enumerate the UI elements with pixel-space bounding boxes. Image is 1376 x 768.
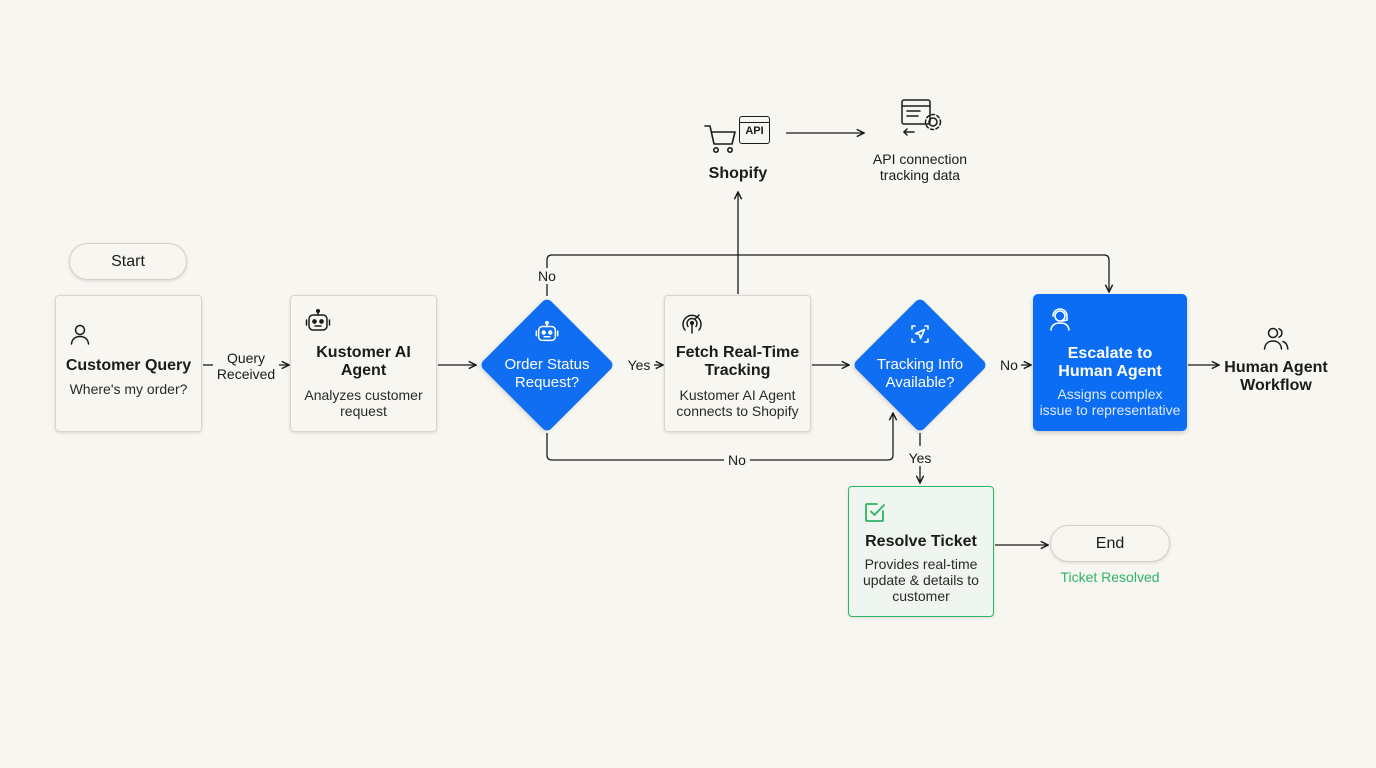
fetch-tracking-title: Fetch Real-Time Tracking: [665, 344, 810, 380]
edge-label-order-no-bottom: No: [724, 452, 750, 468]
api-badge: API: [739, 116, 770, 144]
resolve-ticket-title: Resolve Ticket: [865, 533, 977, 550]
edge-order-no-top: [546, 254, 1109, 296]
human-agent-workflow-label: Human Agent Workflow: [1219, 359, 1333, 395]
fetch-tracking-title-line2: Tracking: [704, 362, 771, 379]
edge-label-query-received: Query Received: [213, 350, 279, 382]
human-workflow-line1: Human Agent: [1224, 359, 1328, 376]
fetch-tracking-desc-line1: Kustomer AI Agent: [679, 387, 796, 403]
user-icon: [70, 324, 90, 345]
edge-label-tracking-no: No: [997, 357, 1021, 373]
edge-label-order-no-top: No: [533, 268, 561, 284]
kustomer-ai-desc-line1: Analyzes customer: [304, 387, 423, 403]
kustomer-ai-title: Kustomer AI Agent: [291, 344, 436, 380]
users-icon: [1263, 327, 1289, 350]
tracking-info-line2: Available?: [885, 374, 955, 391]
fetch-tracking-node: Fetch Real-Time Tracking Kustomer AI Age…: [664, 295, 811, 432]
end-label: End: [1095, 535, 1125, 552]
satellite-icon: [682, 314, 702, 334]
check-square-icon: [865, 503, 885, 522]
fetch-tracking-title-line1: Fetch Real-Time: [675, 344, 800, 361]
robot-icon: [305, 308, 331, 331]
resolve-desc-line2: update & details to: [863, 572, 979, 588]
kustomer-ai-title-line2: Agent: [340, 362, 387, 379]
order-status-line2: Request?: [514, 374, 580, 391]
tracking-info-text: Tracking Info Available?: [860, 356, 980, 392]
fetch-tracking-desc-line2: connects to Shopify: [676, 403, 799, 419]
customer-query-desc: Where's my order?: [69, 381, 188, 397]
robot-icon: [535, 320, 559, 342]
edge-label-order-yes: Yes: [624, 357, 654, 373]
escalate-title: Escalate to Human Agent: [1033, 345, 1187, 381]
customer-query-node: Customer Query Where's my order?: [55, 295, 202, 432]
kustomer-ai-agent-node: Kustomer AI Agent Analyzes customer requ…: [290, 295, 437, 432]
edge-label-tracking-yes: Yes: [904, 450, 936, 466]
human-workflow-line2: Workflow: [1240, 377, 1312, 394]
fetch-tracking-desc: Kustomer AI Agent connects to Shopify: [665, 387, 810, 419]
api-connection-line1: API connection: [872, 151, 968, 167]
shopping-cart-icon: [704, 125, 736, 153]
shopify-label: Shopify: [708, 165, 768, 182]
escalate-desc: Assigns complex issue to representative: [1033, 386, 1187, 418]
escalate-desc-line2: issue to representative: [1039, 402, 1181, 418]
resolve-desc-line1: Provides real-time: [864, 556, 978, 572]
order-status-text: Order Status Request?: [487, 356, 607, 392]
start-terminal: Start: [69, 243, 187, 280]
order-status-line1: Order Status: [504, 356, 590, 373]
resolve-ticket-node: Resolve Ticket Provides real-time update…: [848, 486, 994, 617]
escalate-title-line2: Human Agent: [1058, 363, 1162, 380]
resolve-desc-line3: customer: [892, 588, 950, 604]
escalate-desc-line1: Assigns complex: [1057, 386, 1163, 402]
tracking-info-line1: Tracking Info: [876, 356, 964, 373]
end-terminal: End: [1050, 525, 1170, 562]
customer-query-title: Customer Query: [65, 357, 192, 374]
ticket-resolved-caption: Ticket Resolved: [1060, 569, 1160, 585]
api-connection-line2: tracking data: [879, 167, 961, 183]
resolve-ticket-desc: Provides real-time update & details to c…: [849, 556, 993, 604]
api-connection-label: API connection tracking data: [860, 151, 980, 183]
edge-label-received: Received: [216, 366, 276, 382]
api-badge-text: API: [745, 125, 764, 137]
support-agent-icon: [1050, 308, 1070, 331]
kustomer-ai-title-line1: Kustomer AI: [316, 344, 411, 361]
kustomer-ai-desc-line2: request: [340, 403, 387, 419]
escalate-title-line1: Escalate to: [1067, 345, 1153, 362]
send-icon: [911, 325, 929, 343]
start-label: Start: [111, 253, 145, 270]
kustomer-ai-desc: Analyzes customer request: [291, 387, 436, 419]
settings-window-icon: [901, 99, 942, 136]
edge-label-query: Query: [226, 350, 266, 366]
escalate-node: Escalate to Human Agent Assigns complex …: [1033, 294, 1187, 431]
